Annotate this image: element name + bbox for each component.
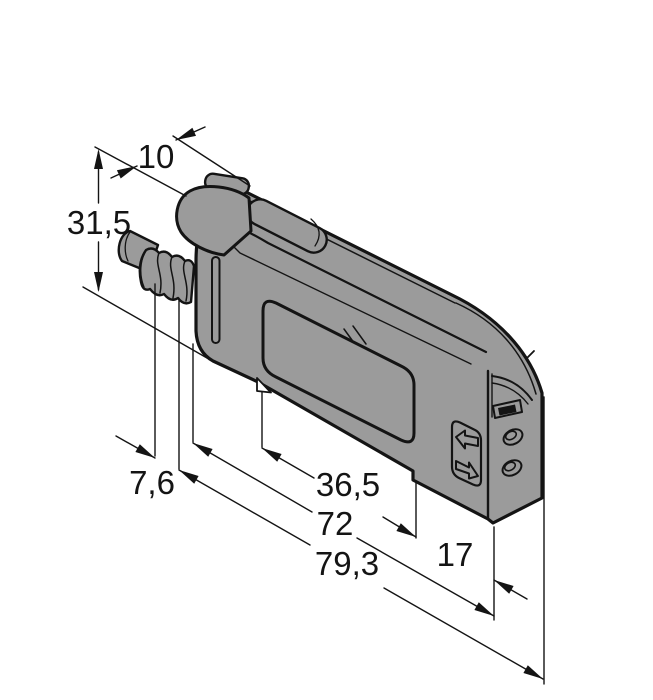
- down-arrow-icon: [455, 460, 479, 480]
- label-window: [261, 299, 416, 444]
- clamp-lever-curve-outer: [491, 375, 533, 401]
- ext-line-315-bottom: [82, 286, 208, 359]
- dim-line-793: [178, 469, 544, 680]
- end-face-details: [492, 399, 524, 477]
- front-slot: [211, 256, 221, 344]
- dimension-label-top-width: 10: [138, 138, 175, 175]
- corner-inner-edge: [455, 302, 537, 395]
- dimension-label-overall-height: 31,5: [67, 204, 131, 241]
- dim-line-72: [192, 442, 495, 617]
- up-arrow-icon: [455, 429, 479, 450]
- clamp-body: [175, 185, 253, 257]
- front-ridge-line: [232, 245, 472, 365]
- ext-line-10-back: [172, 135, 251, 187]
- dimension-arrowheads: [94, 127, 543, 679]
- end-slot-inner: [498, 404, 517, 416]
- latch-notch: [519, 348, 535, 359]
- device-body-group: [117, 172, 544, 525]
- cable-end-cap: [124, 231, 131, 262]
- fiber-port-hole-top: [502, 428, 524, 446]
- dimension-label-housing-length: 72: [317, 505, 354, 542]
- dimension-label-end-cap-width: 17: [437, 536, 474, 573]
- bottom-notch-tab: [256, 377, 272, 394]
- button-panel: [450, 420, 483, 487]
- ext-line-315-top: [94, 146, 187, 197]
- dimension-label-notch-to-step: 36,5: [316, 466, 380, 503]
- clamp-lever-curve-inner: [491, 382, 529, 405]
- fiber-clamp: [175, 172, 253, 257]
- fiber-port-hole-bottom: [501, 459, 523, 477]
- dimension-lines: 10 31,5 7,6 36,5 72 79,3 17: [67, 126, 545, 685]
- strain-relief-sleeve: [138, 247, 196, 305]
- dimension-label-overall-length: 79,3: [315, 545, 379, 582]
- dimension-label-cable-gland: 7,6: [129, 464, 175, 501]
